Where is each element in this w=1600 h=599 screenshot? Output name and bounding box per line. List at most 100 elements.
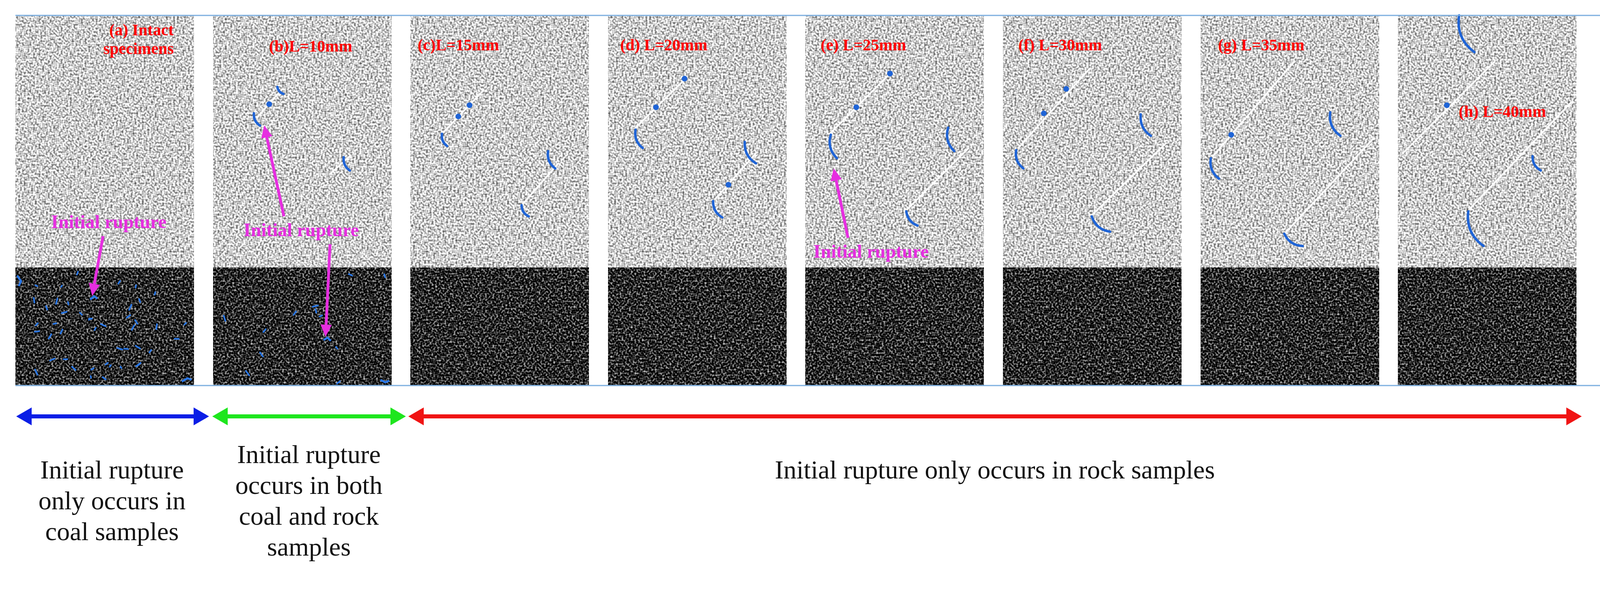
range-arrow <box>30 414 195 419</box>
range-arrowhead <box>193 407 210 426</box>
micro-crack <box>117 348 123 350</box>
wing-crack <box>253 113 260 126</box>
wing-crack <box>946 127 955 152</box>
micro-crack <box>129 304 132 311</box>
range-arrowhead <box>408 407 424 426</box>
micro-crack <box>336 347 338 349</box>
micro-crack <box>118 280 121 284</box>
panel-label: (e) L=25mm <box>820 35 907 55</box>
wing-crack <box>442 133 448 147</box>
wing-crack <box>547 150 556 169</box>
wing-crack <box>1210 158 1219 179</box>
top-boundary <box>15 15 1600 17</box>
leader-line <box>836 179 849 238</box>
wing-crack <box>635 129 643 149</box>
range-caption: Initial rupture only occurs in rock samp… <box>649 454 1340 486</box>
crack-dot <box>1041 110 1047 117</box>
crack-dot <box>1063 86 1070 92</box>
micro-crack <box>135 320 138 324</box>
crack-dot <box>653 104 659 110</box>
prefabricated-flaw <box>830 73 891 133</box>
micro-crack <box>45 306 48 310</box>
micro-crack <box>61 311 67 313</box>
micro-crack <box>337 381 341 384</box>
micro-crack <box>126 315 131 318</box>
range-caption: Initial rupture occurs in both coal and … <box>221 439 397 563</box>
micro-crack <box>94 327 96 330</box>
crack-dot <box>887 70 893 77</box>
rock-layer <box>608 15 787 268</box>
caption-slot: Initial rupture occurs in both coal and … <box>221 439 397 563</box>
micro-crack <box>293 311 296 315</box>
specimen-panel: (c)L=15mm <box>410 15 589 386</box>
coal-layer <box>608 267 787 386</box>
rock-layer <box>410 15 589 268</box>
prefabricated-flaw <box>330 155 351 174</box>
micro-crack <box>17 275 22 287</box>
micro-crack <box>63 358 68 361</box>
crack-dot <box>455 113 462 120</box>
micro-crack <box>105 362 108 365</box>
wing-crack <box>1015 150 1024 169</box>
micro-crack <box>319 315 322 317</box>
leader-line <box>266 136 285 217</box>
label-slot: Initial rupture <box>243 219 359 242</box>
prefabricated-flaw <box>635 79 685 128</box>
micro-crack <box>79 312 82 315</box>
micro-crack <box>33 297 35 303</box>
prefabricated-flaw <box>1018 68 1090 149</box>
crack-dot <box>725 181 732 188</box>
specimen-panel: (d) L=20mm <box>608 15 787 386</box>
panel-label: (c)L=15mm <box>417 35 500 55</box>
micro-crack <box>34 331 39 332</box>
prefabricated-flaw <box>442 90 484 134</box>
micro-crack <box>154 292 156 295</box>
micro-crack <box>90 296 98 300</box>
micro-crack <box>245 370 250 376</box>
micro-crack <box>56 298 58 305</box>
bottom-boundary <box>15 385 1600 387</box>
label-slot: (c)L=15mm <box>417 35 500 55</box>
range-arrowhead <box>390 407 406 426</box>
wing-crack <box>906 211 918 226</box>
micro-crack <box>312 305 318 307</box>
caption-slot: Initial rupture only occurs in coal samp… <box>24 454 200 548</box>
micro-crack <box>77 271 79 275</box>
micro-crack <box>89 376 92 378</box>
micro-crack <box>35 285 38 287</box>
crack-dot <box>1228 131 1234 138</box>
micro-crack <box>131 325 135 330</box>
range-arrow <box>422 414 1568 419</box>
rupture-label: Initial rupture <box>51 211 167 233</box>
prefabricated-flaw <box>522 163 559 205</box>
wing-crack <box>1532 156 1541 171</box>
leader-arrowhead <box>88 282 101 296</box>
range-arrowhead <box>1566 407 1582 426</box>
wing-crack <box>1468 211 1484 246</box>
wing-crack <box>277 86 284 95</box>
wing-crack <box>1330 112 1341 136</box>
prefabricated-flaw <box>1212 61 1295 157</box>
micro-crack <box>67 301 69 305</box>
micro-crack <box>91 368 94 370</box>
leader-arrowhead <box>830 168 842 182</box>
label-slot: (b)L=10mm <box>269 36 353 56</box>
specimen-panel: (g) L=35mm <box>1200 15 1380 386</box>
crack-dot <box>1444 102 1450 108</box>
rock-layer <box>15 15 195 268</box>
rupture-label: Initial rupture <box>813 241 929 263</box>
label-slot: (g) L=35mm <box>1218 35 1305 55</box>
coal-layer <box>1002 267 1182 386</box>
leader-arrowhead <box>320 324 332 337</box>
micro-crack <box>109 365 111 367</box>
wing-crack <box>1091 216 1111 232</box>
micro-crack <box>135 345 141 349</box>
micro-crack <box>101 324 106 327</box>
micro-crack <box>88 317 92 320</box>
micro-crack <box>174 338 179 340</box>
coal-layer <box>805 267 984 386</box>
wing-crack <box>1140 114 1151 136</box>
coal-layer <box>1200 267 1380 386</box>
wing-crack <box>1458 15 1475 53</box>
micro-crack <box>384 274 386 278</box>
